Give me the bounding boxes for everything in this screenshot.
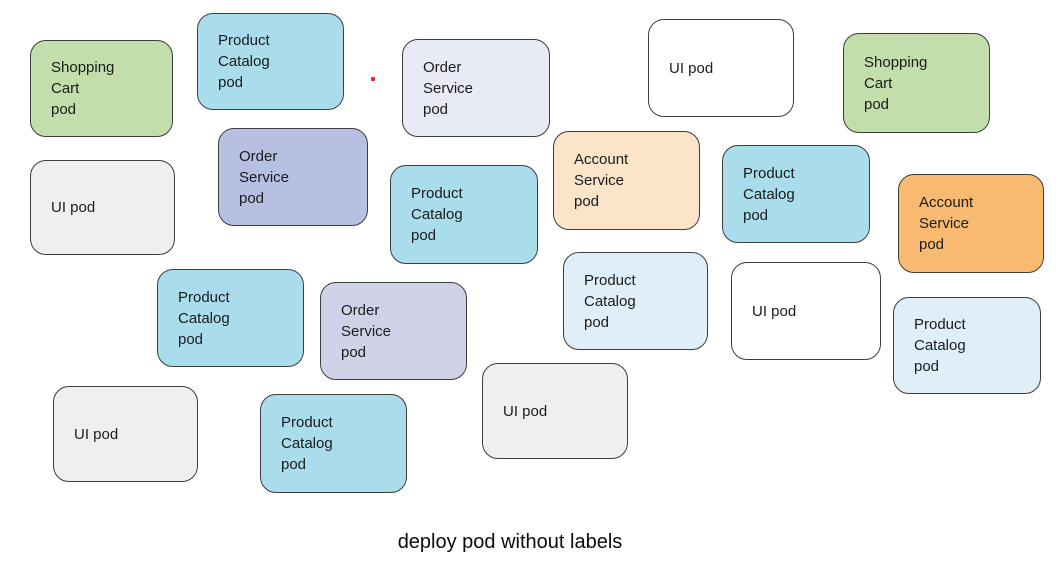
pod-order-service-3: Order Service pod [320, 282, 467, 380]
pod-account-service-2: Account Service pod [898, 174, 1044, 273]
pod-product-catalog-6: Product Catalog pod [893, 297, 1041, 394]
pod-ui-3: UI pod [731, 262, 881, 360]
red-dot-marker [371, 77, 375, 81]
pod-account-service-1: Account Service pod [553, 131, 700, 230]
pod-label: Product Catalog pod [218, 32, 270, 91]
pod-label: UI pod [51, 199, 96, 216]
pod-ui-2: UI pod [30, 160, 175, 255]
pod-label: UI pod [74, 425, 119, 443]
pod-product-catalog-2: Product Catalog pod [390, 165, 538, 264]
pod-label: Order Service pod [341, 301, 392, 361]
pod-product-catalog-1: Product Catalog pod [197, 13, 344, 110]
pod-label: Shopping Cart pod [864, 53, 928, 113]
pod-ui-4: UI pod [53, 386, 198, 482]
pod-shopping-cart-1: Shopping Cart pod [30, 40, 173, 137]
pod-label: Product Catalog pod [281, 414, 333, 473]
pod-product-catalog-5: Product Catalog pod [563, 252, 708, 350]
pod-label: Order Service pod [239, 147, 290, 207]
pod-label: Product Catalog pod [178, 288, 230, 348]
pod-order-service-2: Order Service pod [218, 128, 368, 226]
pod-product-catalog-4: Product Catalog pod [157, 269, 304, 367]
pod-ui-1: UI pod [648, 19, 794, 117]
pod-label: Product Catalog pod [584, 271, 636, 331]
diagram-caption: deploy pod without labels [397, 531, 623, 553]
pod-label: Product Catalog pod [411, 185, 463, 244]
pod-shopping-cart-2: Shopping Cart pod [843, 33, 990, 133]
pod-label: UI pod [669, 59, 714, 77]
pod-order-service-1: Order Service pod [402, 39, 550, 137]
pod-label: Account Service pod [574, 151, 629, 210]
pod-label: UI pod [503, 402, 548, 420]
pod-label: Shopping Cart pod [51, 59, 115, 118]
pod-label: Order Service pod [423, 58, 474, 118]
pod-label: Account Service pod [919, 194, 974, 253]
pod-ui-5: UI pod [482, 363, 628, 459]
pod-product-catalog-3: Product Catalog pod [722, 145, 870, 243]
pod-label: UI pod [752, 302, 797, 320]
pod-product-catalog-7: Product Catalog pod [260, 394, 407, 493]
pod-label: Product Catalog pod [914, 316, 966, 375]
pod-label: Product Catalog pod [743, 164, 795, 224]
